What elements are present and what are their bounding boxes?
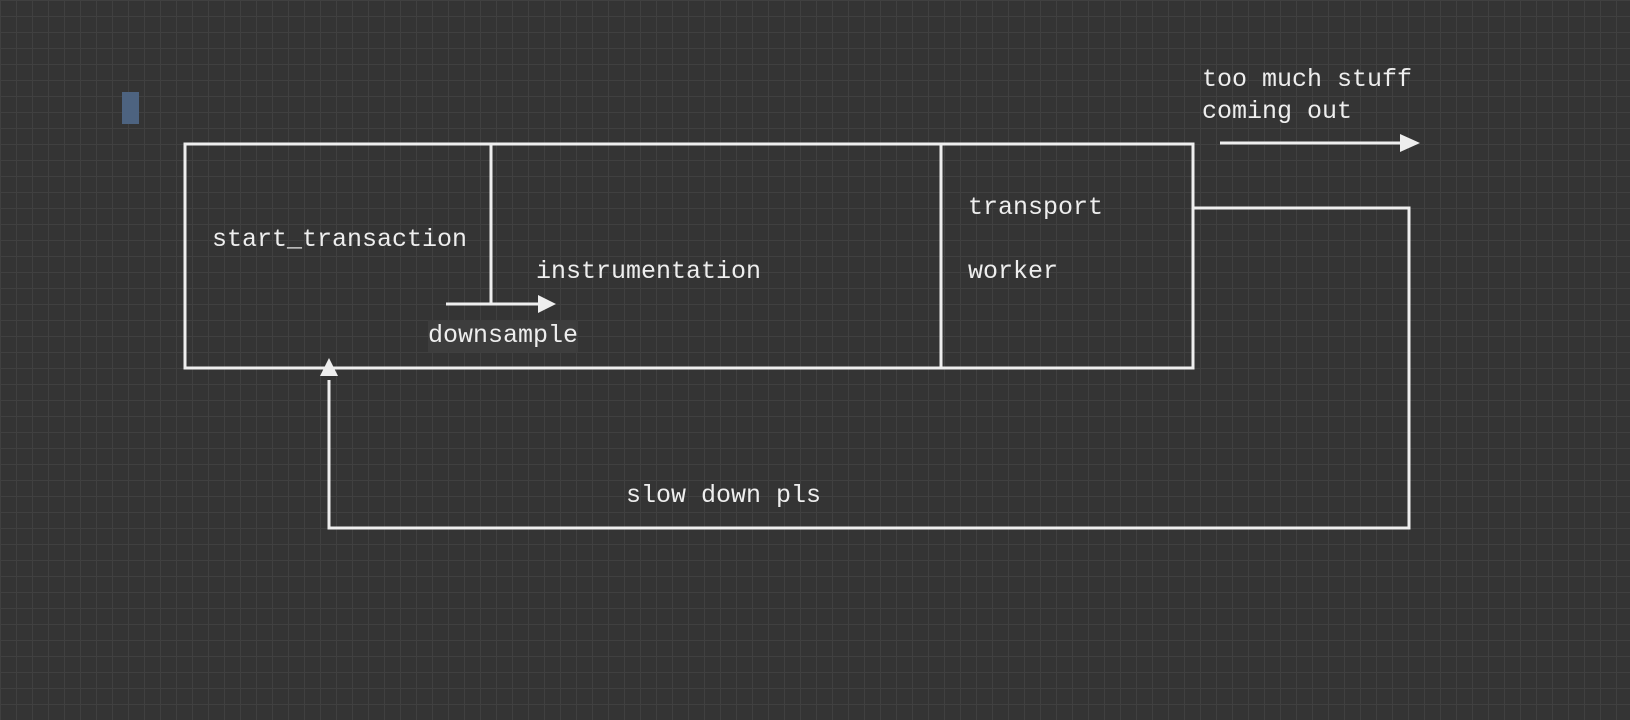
label-slow-down: slow down pls: [626, 481, 822, 510]
label-worker: worker: [968, 257, 1059, 286]
feedback-loop-line: [327, 206, 1411, 530]
label-transport: transport: [968, 193, 1104, 222]
output-arrowhead: [1400, 134, 1420, 152]
label-coming-out: coming out: [1202, 97, 1353, 126]
outer-box: [183, 142, 1195, 370]
label-too-much-stuff: too much stuff: [1202, 65, 1413, 94]
label-instrumentation: instrumentation: [536, 257, 762, 286]
label-downsample: downsample: [428, 320, 579, 352]
downsample-arrowhead: [538, 295, 556, 313]
feedback-arrowhead: [320, 358, 338, 376]
label-start-transaction: start_transaction: [212, 225, 468, 254]
text-cursor: [122, 92, 139, 124]
